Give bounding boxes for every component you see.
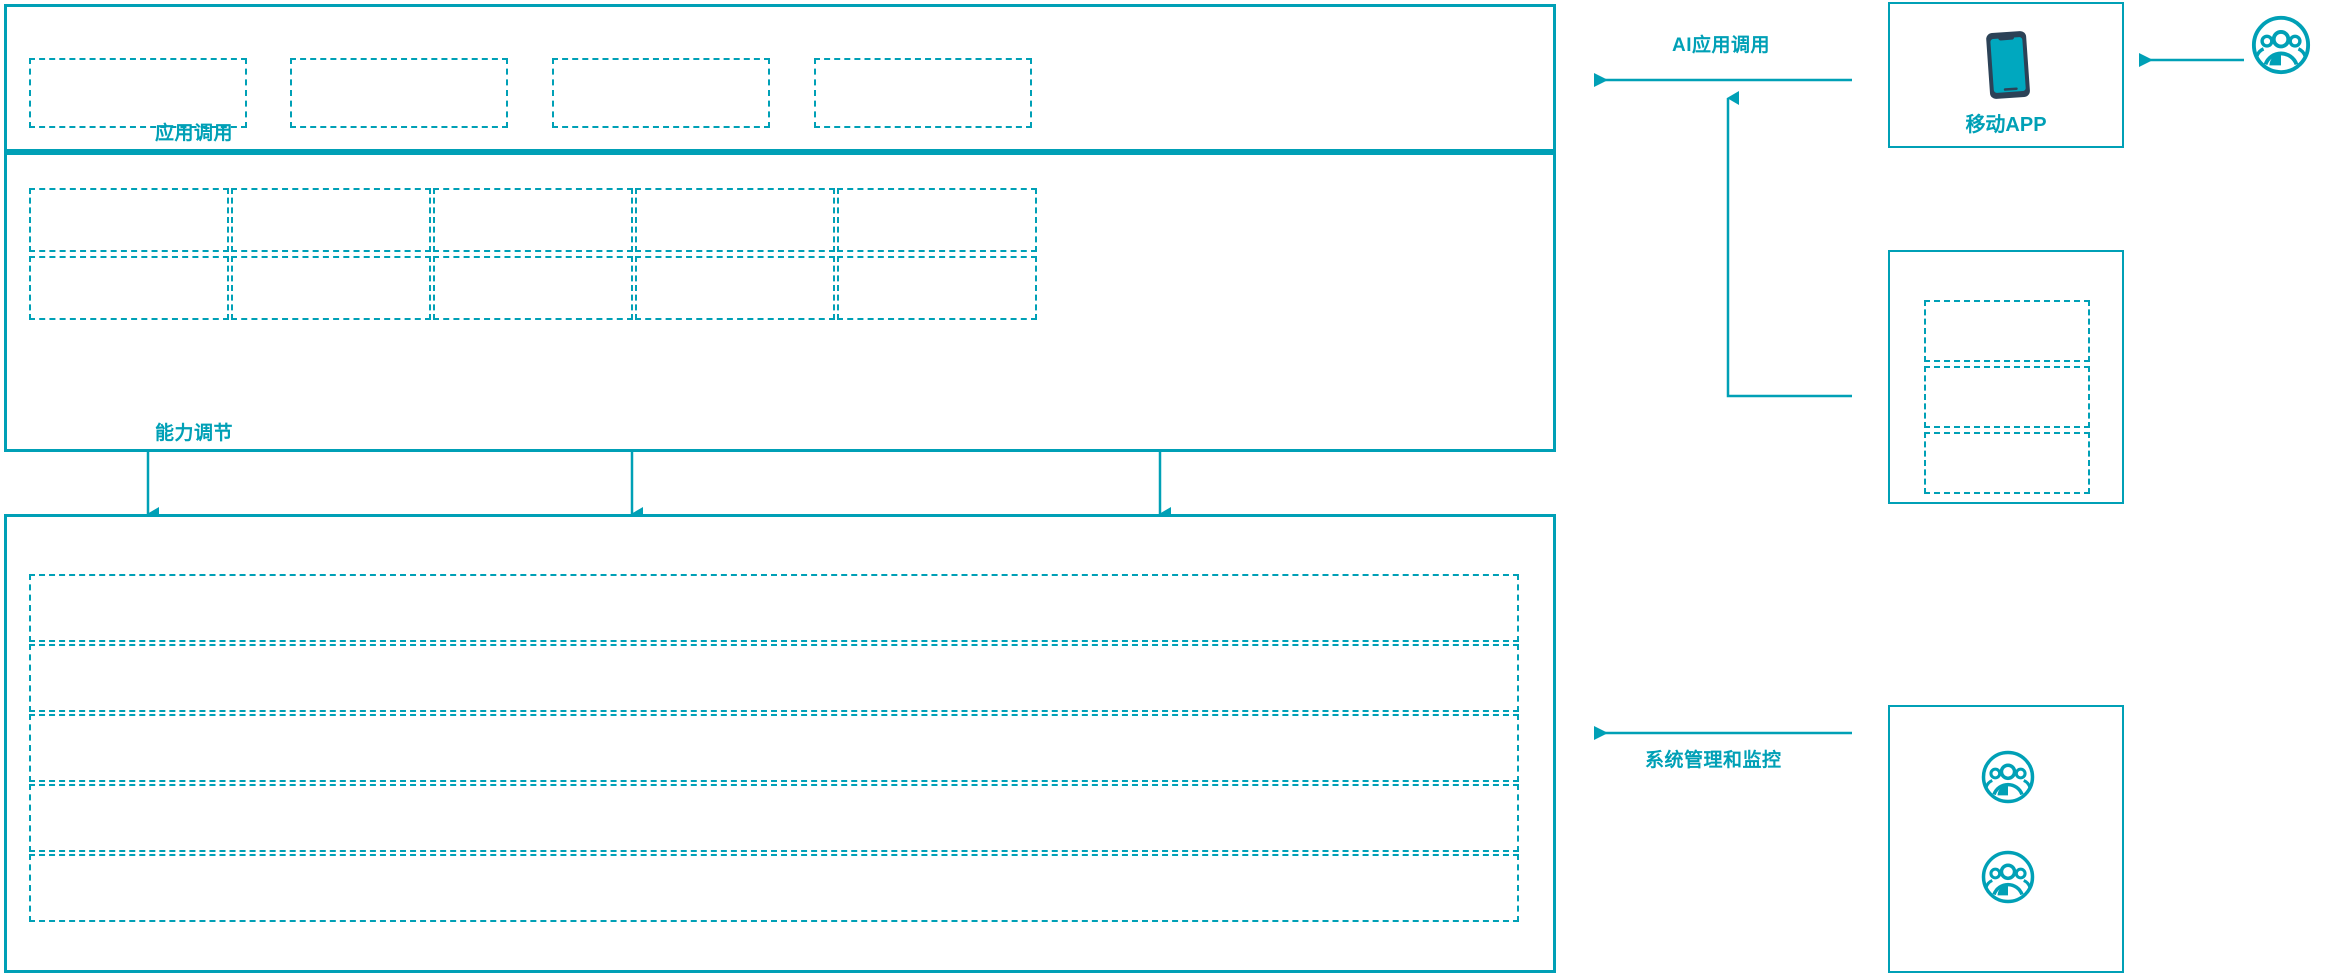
capability-cell-r1c4[interactable]	[635, 188, 835, 252]
platform-layer-row-2[interactable]	[29, 644, 1519, 712]
capability-layer-panel	[4, 152, 1556, 452]
channel-stack-cell-1[interactable]	[1924, 300, 2090, 362]
capability-cell-r1c2[interactable]	[231, 188, 431, 252]
application-layer-cell-3[interactable]	[552, 58, 770, 128]
platform-layer-row-5[interactable]	[29, 854, 1519, 922]
connector-label-ai-app-invoke: AI应用调用	[1672, 35, 1771, 56]
operations-users-tile	[1888, 705, 2124, 973]
mobile-app-tile[interactable]: 移动APP	[1888, 2, 2124, 148]
users-group-icon-ops-2	[1980, 849, 2036, 910]
platform-layer-row-1[interactable]	[29, 574, 1519, 642]
capability-cell-r2c1[interactable]	[29, 256, 229, 320]
channel-stack-cell-3[interactable]	[1924, 432, 2090, 494]
capability-cell-r2c2[interactable]	[231, 256, 431, 320]
capability-cell-r2c3[interactable]	[433, 256, 633, 320]
capability-cell-r1c1[interactable]	[29, 188, 229, 252]
application-layer-cell-2[interactable]	[290, 58, 508, 128]
users-group-icon-ops-1	[1980, 749, 2036, 810]
channel-stack-tile	[1888, 250, 2124, 504]
capability-cell-r2c5[interactable]	[837, 256, 1037, 320]
application-layer-panel	[4, 4, 1556, 152]
channel-stack-cell-2[interactable]	[1924, 366, 2090, 428]
capability-cell-r2c4[interactable]	[635, 256, 835, 320]
mobile-phone-icon	[1976, 26, 2040, 107]
platform-layer-row-4[interactable]	[29, 784, 1519, 852]
application-layer-cell-4[interactable]	[814, 58, 1032, 128]
capability-cell-r1c5[interactable]	[837, 188, 1037, 252]
application-layer-cell-1[interactable]	[29, 58, 247, 128]
connector-label-app-invoke: 应用调用	[155, 123, 234, 144]
users-group-icon-end-user	[2250, 14, 2312, 81]
platform-layer-row-3[interactable]	[29, 714, 1519, 782]
mobile-app-label: 移动APP	[1965, 114, 2047, 136]
connector-label-capability-adjust: 能力调节	[155, 423, 234, 444]
connector-label-sys-admin-monitor: 系统管理和监控	[1645, 750, 1782, 771]
platform-layer-panel	[4, 514, 1556, 973]
capability-cell-r1c3[interactable]	[433, 188, 633, 252]
